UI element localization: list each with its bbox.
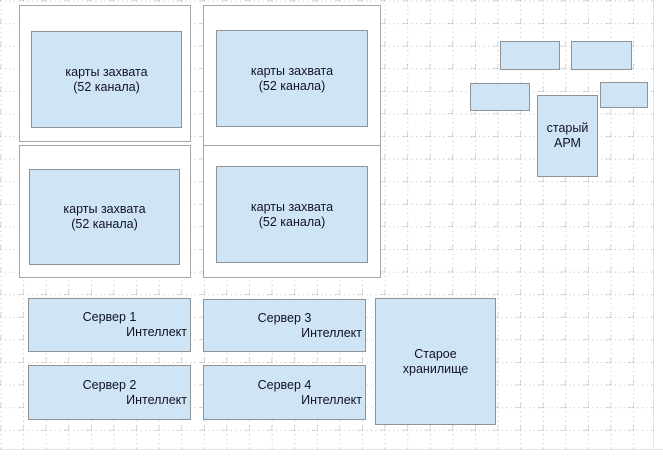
- capture-card-2[interactable]: карты захвата (52 канала): [216, 30, 368, 127]
- old-storage-line1: Старое: [414, 346, 457, 361]
- server-2-line2: Интеллект: [126, 392, 187, 407]
- server-4-line1: Сервер 4: [257, 377, 312, 392]
- capture-card-4[interactable]: карты захвата (52 канала): [216, 166, 368, 263]
- server-1-line1: Сервер 1: [82, 310, 137, 324]
- capture-card-3-line1: карты захвата: [63, 202, 146, 216]
- blank-box-4[interactable]: [600, 82, 648, 108]
- page-edge-bottom: [0, 449, 663, 459]
- blank-box-1[interactable]: [500, 41, 560, 70]
- blank-box-3[interactable]: [470, 83, 530, 111]
- capture-card-1-line1: карты захвата: [65, 64, 148, 79]
- capture-card-3-line2: (52 канала): [71, 217, 138, 231]
- old-storage-line2: хранилище: [402, 361, 469, 376]
- old-arm-box[interactable]: старый АРМ: [537, 95, 598, 177]
- server-3-box[interactable]: Сервер 3 Интеллект: [203, 299, 366, 352]
- server-2-box[interactable]: Сервер 2 Интеллект: [28, 365, 191, 420]
- capture-card-4-line2: (52 канала): [258, 214, 326, 229]
- old-arm-line2: АРМ: [554, 136, 581, 150]
- server-1-box[interactable]: Сервер 1 Интеллект: [28, 298, 191, 352]
- server-3-line1: Сервер 3: [257, 310, 312, 325]
- capture-card-4-line1: карты захвата: [250, 199, 334, 214]
- capture-card-1[interactable]: карты захвата (52 канала): [31, 31, 182, 128]
- capture-card-2-line2: (52 канала): [258, 78, 326, 93]
- server-3-line2: Интеллект: [301, 325, 362, 340]
- old-arm-line1: старый: [546, 121, 589, 135]
- server-4-box[interactable]: Сервер 4 Интеллект: [203, 365, 366, 420]
- capture-card-1-line2: (52 канала): [73, 79, 140, 94]
- server-2-line1: Сервер 2: [82, 377, 137, 392]
- old-storage-box[interactable]: Старое хранилище: [375, 298, 496, 425]
- capture-card-2-line1: карты захвата: [250, 63, 334, 78]
- server-1-line2: Интеллект: [126, 325, 187, 339]
- page-edge-right: [653, 0, 663, 459]
- server-4-line2: Интеллект: [301, 392, 362, 407]
- capture-card-3[interactable]: карты захвата (52 канала): [29, 169, 180, 265]
- blank-box-2[interactable]: [571, 41, 632, 70]
